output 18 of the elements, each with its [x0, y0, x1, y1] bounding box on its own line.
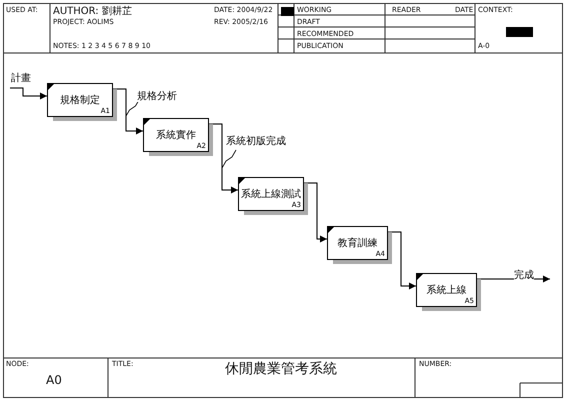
- arrow: [304, 182, 328, 242]
- arrow: [476, 276, 550, 282]
- arrow: [208, 124, 238, 194]
- edge-label: 系統初版完成: [226, 137, 286, 147]
- arrow: [112, 88, 144, 134]
- activity-name: 系統實作: [155, 128, 196, 142]
- form-label: AUTHOR: 劉耕芷: [53, 7, 132, 17]
- activity-name: 教育訓練: [336, 236, 378, 250]
- arrow: [388, 232, 416, 290]
- edge-label: 完成: [514, 271, 534, 281]
- activity-name: 系統上線測試: [240, 188, 302, 201]
- diagram-title: 休閒農業管考系統: [225, 362, 337, 376]
- edge-label: 規格分析: [137, 92, 177, 102]
- activity-name: 規格制定: [59, 94, 100, 107]
- form-label: A0: [46, 374, 62, 386]
- edge-label: 計畫: [11, 74, 31, 84]
- activity-name: 系統上線: [426, 284, 468, 297]
- arrow: [10, 88, 48, 100]
